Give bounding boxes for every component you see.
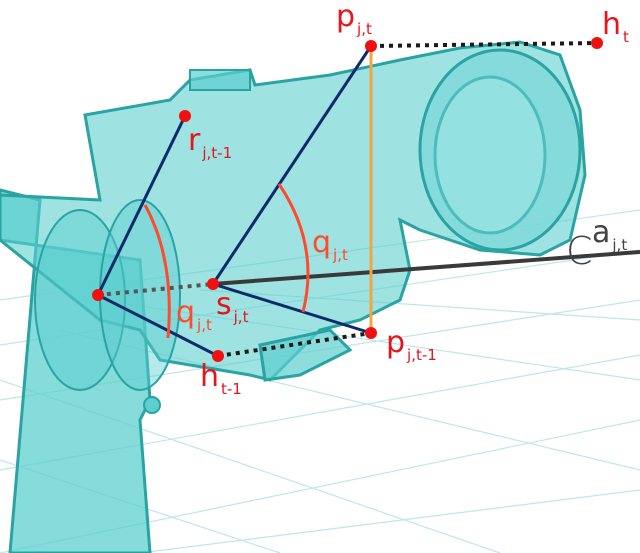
dotted-p-to-h-top — [370, 41, 598, 48]
point-h-t — [591, 37, 603, 49]
point-p-jt — [365, 40, 377, 52]
point-center — [92, 289, 104, 301]
key-points — [92, 37, 603, 362]
point-r-jt1 — [179, 110, 191, 122]
rotation-icon: C — [566, 229, 593, 273]
link-lines — [96, 45, 373, 358]
rotation-axis — [212, 250, 640, 286]
point-h-t1 — [212, 350, 224, 362]
point-p-jt1 — [365, 327, 377, 339]
dotted-h-to-p-bottom — [217, 331, 372, 358]
angle-arc-left — [143, 204, 171, 339]
revolver-model — [0, 40, 587, 553]
point-s-jt — [207, 278, 219, 290]
dotted-center-to-s — [97, 282, 214, 297]
angle-arc-right — [277, 183, 310, 313]
